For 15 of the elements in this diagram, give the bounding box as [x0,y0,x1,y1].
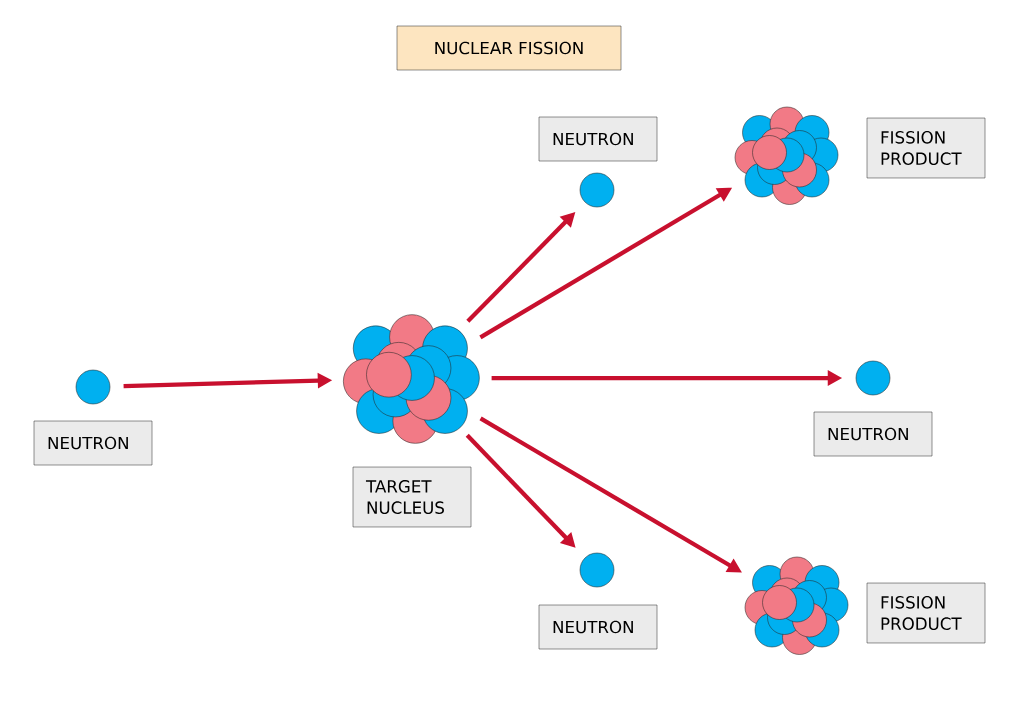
label-box: FISSION PRODUCT [866,117,986,179]
particle-circle [579,172,615,208]
label-box: FISSION PRODUCT [866,582,986,644]
nucleus-drawing [744,556,849,655]
particle-circle [855,360,891,396]
nucleus-drawing [734,106,839,205]
nucleus-drawing [343,314,480,444]
label-box: NEUTRON [813,411,933,457]
title-box: NUCLEAR FISSION [396,25,622,71]
label-box: NEUTRON [538,116,658,162]
label-box: TARGET NUCLEUS [352,466,472,528]
particle-circle [75,369,111,405]
label-box: NEUTRON [538,604,658,650]
particle-circle [579,552,615,588]
label-box: NEUTRON [33,420,153,466]
